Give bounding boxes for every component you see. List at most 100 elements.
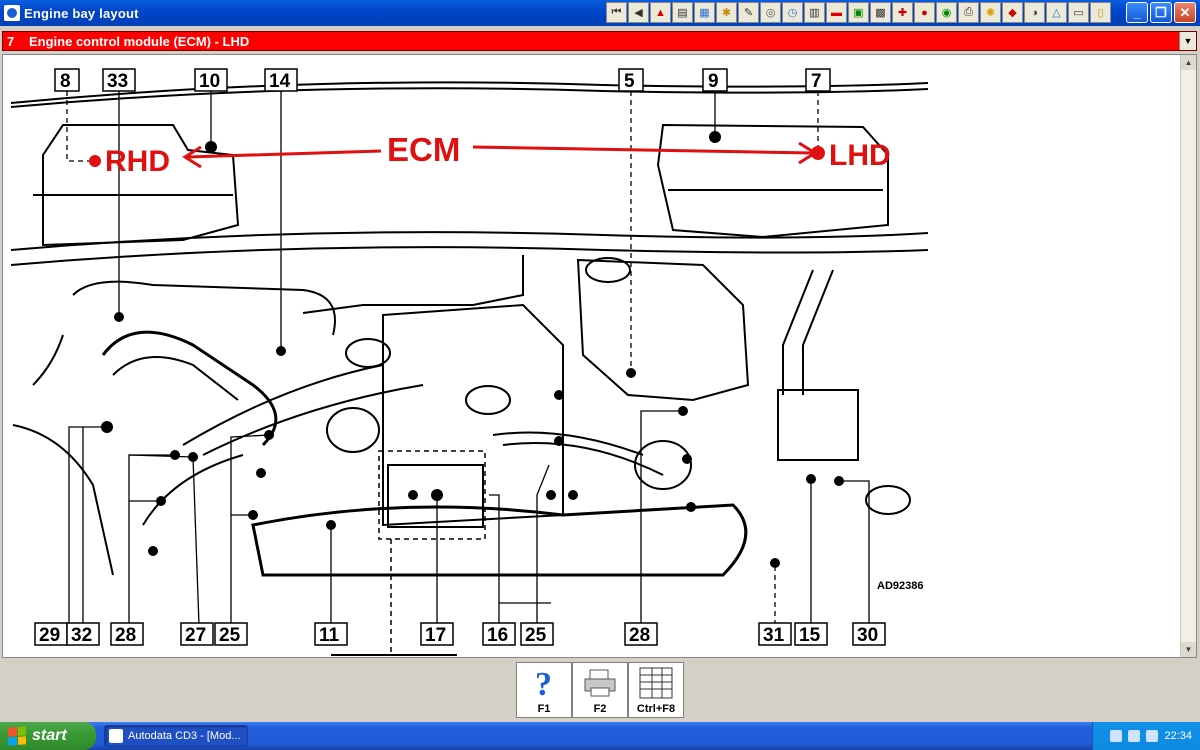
callout-30[interactable]: 30 [852, 622, 886, 646]
taskbar: start Autodata CD3 - [Mod... 22:34 [0, 722, 1200, 750]
svg-text:29: 29 [39, 625, 60, 646]
callout-25-b[interactable]: 25 [520, 622, 554, 646]
svg-text:30: 30 [857, 625, 878, 646]
lamp-icon[interactable]: ● [914, 2, 935, 23]
callout-16[interactable]: 16 [482, 622, 516, 646]
rhd-annotation: RHD [105, 145, 170, 178]
lhd-annotation: LHD [829, 139, 891, 172]
window-controls: _ ❐ ✕ [1126, 2, 1196, 23]
start-label: start [32, 727, 67, 744]
callout-17[interactable]: 17 [420, 622, 454, 646]
svg-text:9: 9 [708, 71, 719, 92]
gauge-icon[interactable]: ◑ [1024, 2, 1045, 23]
camera-icon[interactable]: ▭ [1068, 2, 1089, 23]
selector-label: Engine control module (ECM) - LHD [29, 33, 250, 49]
table-button[interactable]: Ctrl+F8 [628, 662, 684, 718]
callout-28-b[interactable]: 28 [624, 622, 658, 646]
table-icon [629, 663, 683, 703]
start-button[interactable]: start [0, 722, 96, 750]
toolbar: ⏮ ◀ ▲ ▤ ▦ ✱ ✎ ◎ ◷ ▥ ▬ ▣ ▩ ✚ ● ◉ ⎙ ✺ ◆ ◑ … [606, 2, 1111, 23]
callout-10[interactable]: 10 [194, 68, 228, 92]
document-icon[interactable]: ▤ [672, 2, 693, 23]
callout-9[interactable]: 9 [702, 68, 728, 92]
disc-icon[interactable]: ◎ [760, 2, 781, 23]
figure-code: AD92386 [877, 580, 923, 592]
warning-icon[interactable]: ▲ [650, 2, 671, 23]
security-icon[interactable] [1146, 730, 1159, 742]
svg-text:11: 11 [319, 625, 340, 646]
network-icon[interactable] [1110, 730, 1123, 742]
windows-logo-icon [8, 726, 26, 746]
print-icon[interactable]: ⎙ [958, 2, 979, 23]
clock-icon[interactable]: ◷ [782, 2, 803, 23]
callout-11[interactable]: 11 [314, 622, 348, 646]
callout-7[interactable]: 7 [805, 68, 831, 92]
callout-8[interactable]: 8 [54, 68, 80, 92]
svg-text:14: 14 [269, 71, 291, 92]
gear-icon[interactable]: ✱ [716, 2, 737, 23]
ecm-annotation: ECM [387, 131, 460, 168]
scroll-up-icon[interactable]: ▲ [1181, 55, 1196, 70]
top-callouts: 8 33 10 14 5 9 7 [54, 68, 831, 92]
callout-25[interactable]: 25 [214, 622, 248, 646]
app-icon [109, 729, 123, 743]
triangle-icon[interactable]: △ [1046, 2, 1067, 23]
close-button[interactable]: ✕ [1174, 2, 1196, 23]
callout-31[interactable]: 31 [758, 622, 792, 646]
vertical-scrollbar[interactable]: ▲ ▼ [1180, 55, 1196, 657]
timing-icon[interactable]: ▥ [804, 2, 825, 23]
help-icon: ? [517, 663, 571, 703]
previous-page-icon[interactable]: ◀ [628, 2, 649, 23]
callout-27[interactable]: 27 [180, 622, 214, 646]
diagram-viewport: ECM RHD LHD AD92386 8 33 10 14 5 9 7 29 … [2, 54, 1197, 658]
svg-text:32: 32 [71, 625, 92, 646]
battery-icon[interactable]: ▣ [848, 2, 869, 23]
bulb-icon[interactable]: ✺ [980, 2, 1001, 23]
svg-text:33: 33 [107, 71, 128, 92]
tray-clock: 22:34 [1164, 730, 1192, 742]
svg-text:7: 7 [811, 71, 822, 92]
title-bar: Engine bay layout ⏮ ◀ ▲ ▤ ▦ ✱ ✎ ◎ ◷ ▥ ▬ … [0, 0, 1200, 26]
help-button[interactable]: ? F1 [516, 662, 572, 718]
note-icon[interactable]: ▯ [1090, 2, 1111, 23]
svg-text:8: 8 [60, 71, 71, 92]
car-icon[interactable]: ◆ [1002, 2, 1023, 23]
chart-icon[interactable]: ▦ [694, 2, 715, 23]
callout-33[interactable]: 33 [102, 68, 136, 92]
bottom-callouts: 29 32 28 27 25 11 17 16 25 28 31 15 30 [34, 622, 886, 646]
callout-29[interactable]: 29 [34, 622, 68, 646]
tools-icon[interactable]: ✚ [892, 2, 913, 23]
callout-5[interactable]: 5 [618, 68, 644, 92]
fuel-icon[interactable]: ▬ [826, 2, 847, 23]
svg-text:31: 31 [763, 625, 785, 646]
wrench-icon[interactable]: ✎ [738, 2, 759, 23]
restore-button[interactable]: ❐ [1150, 2, 1172, 23]
steering-icon[interactable]: ◉ [936, 2, 957, 23]
svg-text:25: 25 [525, 625, 547, 646]
printer-icon [573, 663, 627, 703]
minimize-button[interactable]: _ [1126, 2, 1148, 23]
print-button[interactable]: F2 [572, 662, 628, 718]
callout-32[interactable]: 32 [66, 622, 100, 646]
svg-text:10: 10 [199, 71, 220, 92]
engine-icon[interactable]: ▩ [870, 2, 891, 23]
svg-text:28: 28 [115, 625, 136, 646]
callout-28[interactable]: 28 [110, 622, 144, 646]
volume-icon[interactable] [1128, 730, 1141, 742]
taskbar-item-autodata[interactable]: Autodata CD3 - [Mod... [104, 725, 248, 747]
svg-text:25: 25 [219, 625, 241, 646]
first-page-icon[interactable]: ⏮ [606, 2, 627, 23]
chevron-down-icon[interactable]: ▼ [1179, 32, 1196, 50]
svg-text:5: 5 [624, 71, 635, 92]
scroll-down-icon[interactable]: ▼ [1181, 642, 1196, 657]
diagram-selector[interactable]: 7 Engine control module (ECM) - LHD ▼ [2, 31, 1197, 51]
callout-14[interactable]: 14 [264, 68, 298, 92]
callout-15[interactable]: 15 [794, 622, 828, 646]
svg-text:15: 15 [799, 625, 821, 646]
table-key-label: Ctrl+F8 [636, 703, 676, 715]
svg-text:16: 16 [487, 625, 508, 646]
svg-text:17: 17 [425, 625, 446, 646]
system-tray: 22:34 [1092, 722, 1200, 750]
engine-bay-diagram: ECM RHD LHD AD92386 8 33 10 14 5 9 7 29 … [10, 68, 929, 656]
svg-text:?: ? [535, 666, 552, 701]
